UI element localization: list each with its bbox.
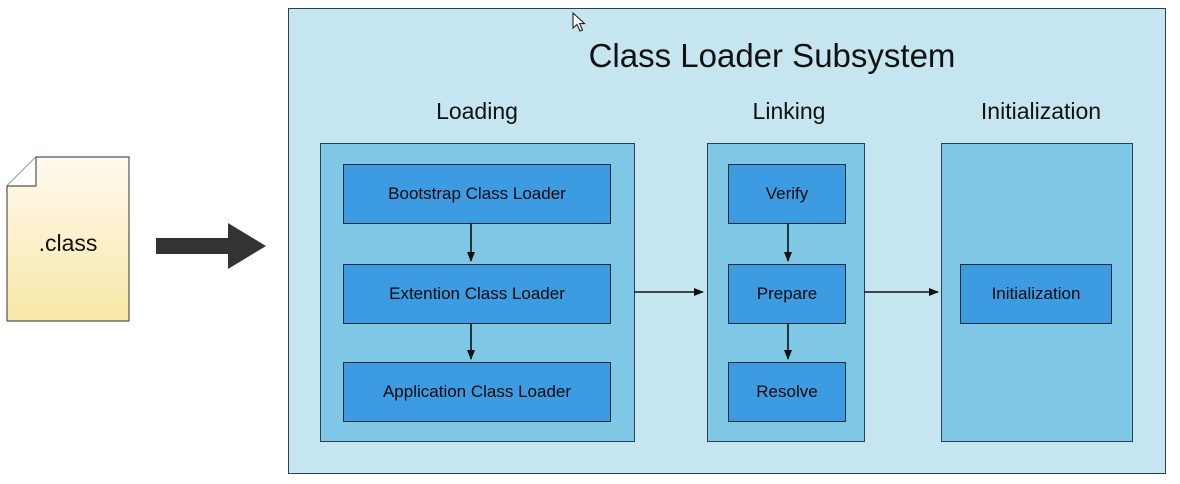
step-application-class-loader: Application Class Loader [343, 362, 611, 422]
step-resolve: Resolve [728, 362, 846, 422]
class-file-label: .class [38, 230, 98, 256]
step-extention-class-loader: Extention Class Loader [343, 264, 611, 324]
mouse-cursor-icon [572, 11, 588, 34]
step-bootstrap-class-loader: Bootstrap Class Loader [343, 164, 611, 224]
step-verify: Verify [728, 164, 846, 224]
step-prepare: Prepare [728, 264, 846, 324]
initialization-group: Initialization [941, 143, 1133, 442]
phase-title-linking: Linking [752, 98, 826, 124]
file-icon [6, 156, 130, 322]
load-arrow-icon [156, 223, 266, 269]
linking-group: Verify Prepare Resolve [707, 143, 865, 442]
subsystem-title: Class Loader Subsystem [588, 37, 956, 74]
class-file: .class [6, 156, 130, 322]
phase-title-loading: Loading [436, 98, 518, 124]
class-loader-subsystem: Class Loader Subsystem Loading Linking I… [288, 8, 1166, 474]
step-initialization: Initialization [960, 264, 1112, 324]
loading-group: Bootstrap Class Loader Extention Class L… [320, 143, 635, 442]
phase-title-initialization: Initialization [980, 98, 1102, 124]
